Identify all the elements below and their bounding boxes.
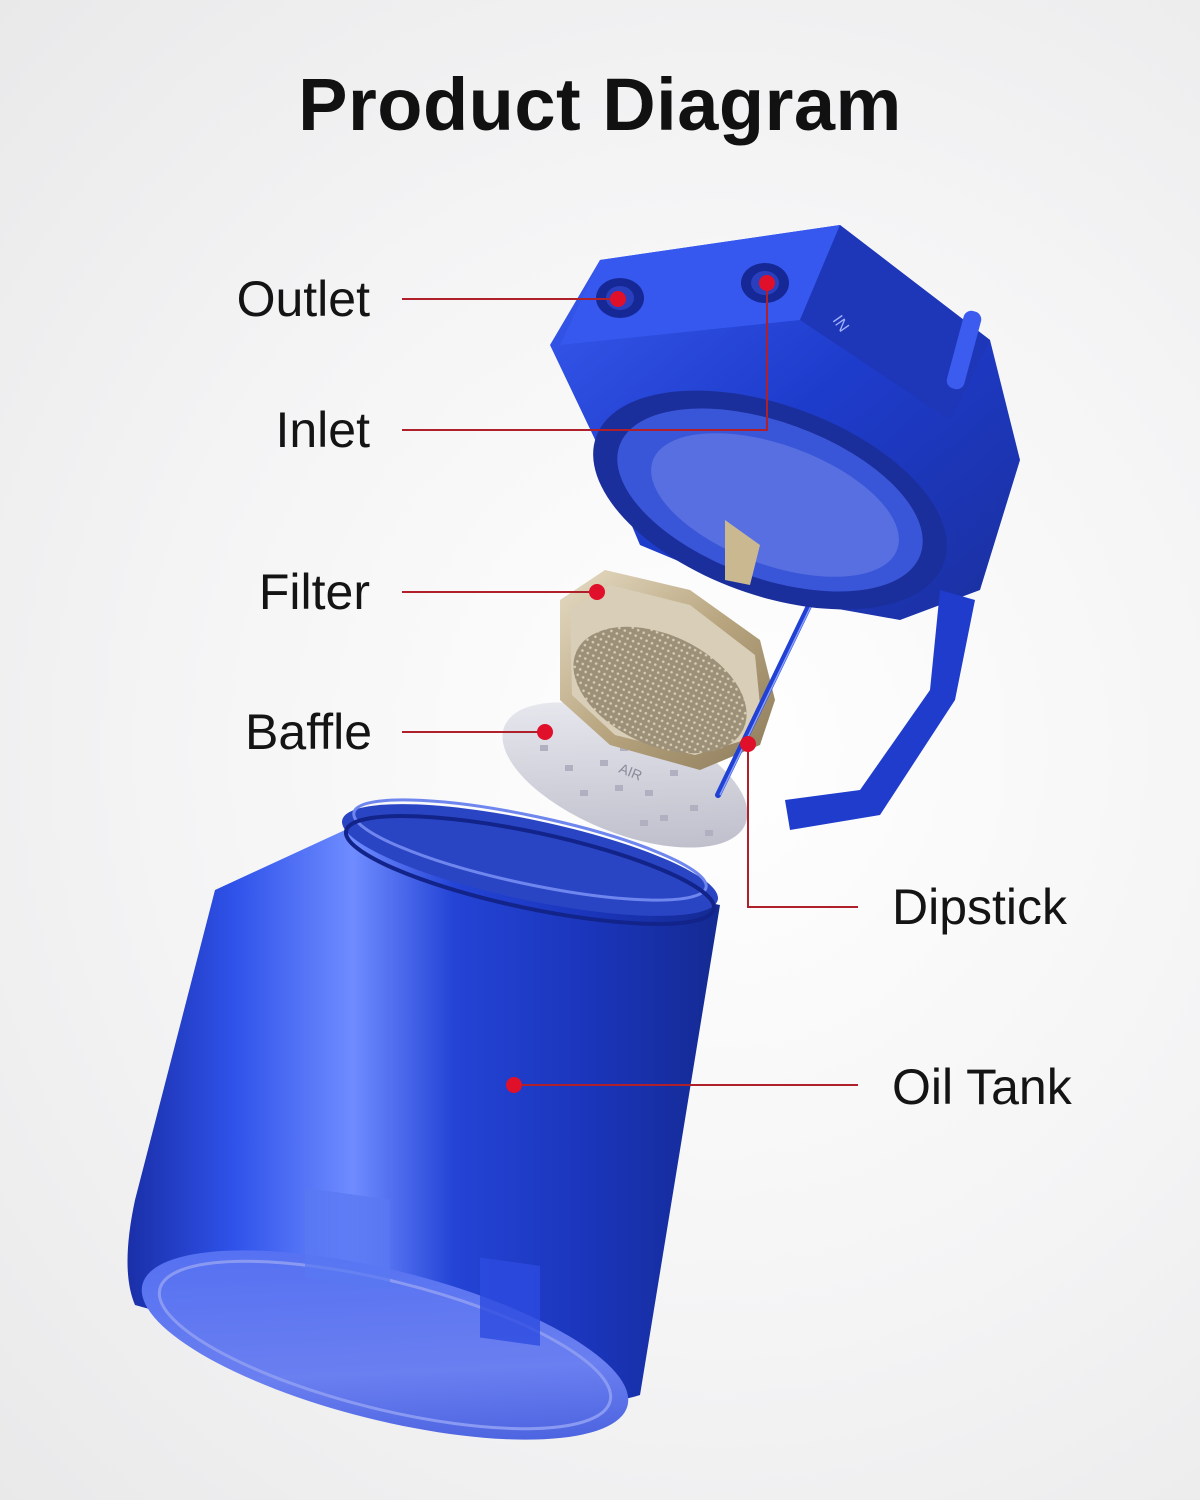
baffle-part: AIR xyxy=(502,702,748,848)
in-engraving: IN xyxy=(829,313,852,336)
callout-dot-inlet xyxy=(759,275,775,291)
callout-label-oil-tank: Oil Tank xyxy=(892,1059,1072,1115)
callout-label-filter: Filter xyxy=(258,564,370,620)
callout-label-inlet: Inlet xyxy=(275,402,370,458)
callout-dot-filter xyxy=(589,584,605,600)
leader-line-dipstick xyxy=(747,744,858,908)
callout-dot-baffle xyxy=(537,724,553,740)
callout-dot-oil-tank xyxy=(506,1077,522,1093)
callout-label-dipstick: Dipstick xyxy=(892,879,1068,935)
diagram-title: Product Diagram xyxy=(298,63,902,146)
leader-line-inlet xyxy=(402,283,768,431)
oil-tank-part xyxy=(127,798,720,1440)
callout-label-baffle: Baffle xyxy=(245,704,372,760)
callout-dot-outlet xyxy=(610,291,626,307)
cap-head-part: IN xyxy=(550,225,1020,830)
filter-part xyxy=(560,570,775,770)
leader-lines xyxy=(402,283,858,1086)
callout-label-outlet: Outlet xyxy=(236,271,370,327)
callout-dot-dipstick xyxy=(740,736,756,752)
callout-dots xyxy=(506,275,775,1093)
